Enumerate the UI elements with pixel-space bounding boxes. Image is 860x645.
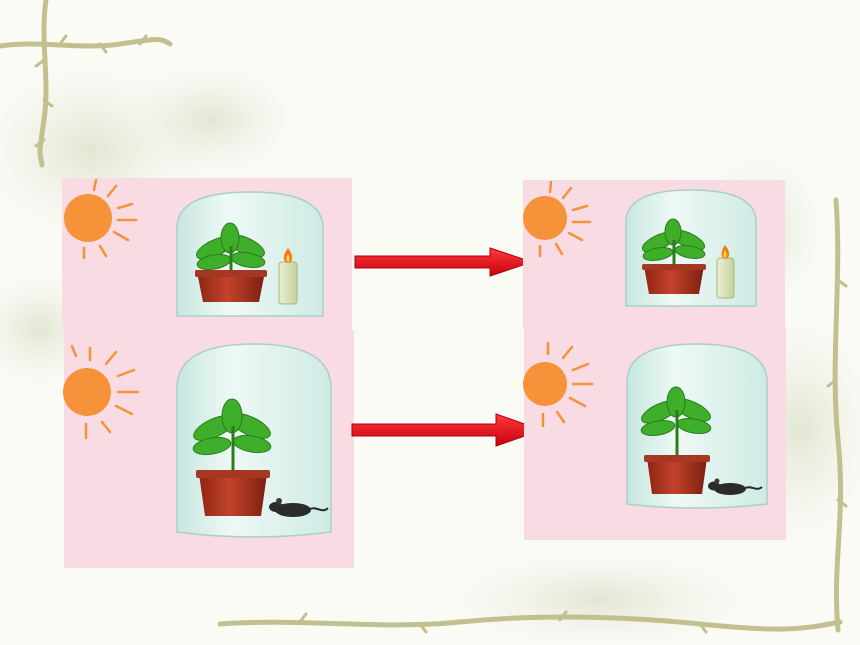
sun-icon [63, 344, 140, 440]
vine-border [0, 0, 848, 634]
mouse-icon [269, 498, 329, 517]
lit-candle-icon [278, 248, 298, 305]
potted-plant-icon [192, 398, 272, 516]
sun-icon [523, 341, 594, 428]
arrow-plant-candle [354, 247, 534, 277]
potted-plant-icon [641, 218, 706, 294]
sun-icon [64, 178, 138, 260]
potted-plant-icon [640, 386, 712, 494]
panel-plant-candle-before [62, 178, 352, 330]
potted-plant-icon [195, 222, 267, 302]
panel-plant-mouse-after [523, 328, 786, 540]
arrow-plant-mouse [351, 413, 544, 447]
lit-candle-icon [716, 245, 735, 299]
panel-plant-mouse-before [63, 330, 354, 568]
mouse-icon [708, 478, 763, 495]
panel-plant-candle-after [523, 180, 785, 328]
sun-icon [523, 180, 592, 258]
